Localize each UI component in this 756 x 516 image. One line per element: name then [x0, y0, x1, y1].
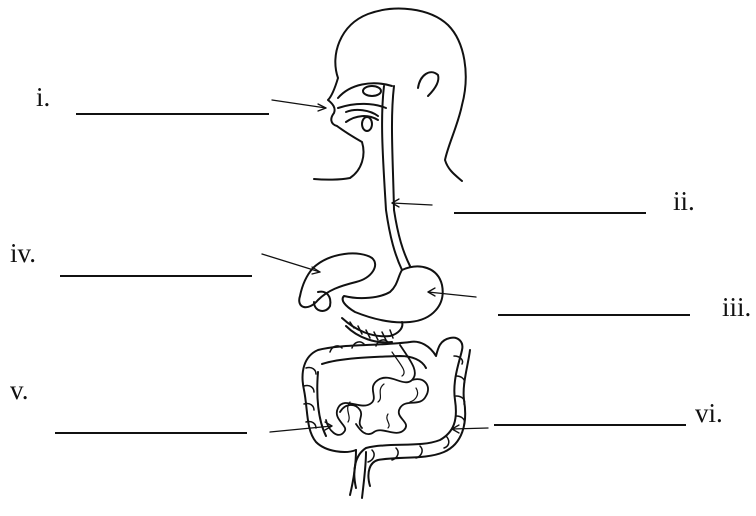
answer-blank-ii[interactable] — [454, 212, 646, 214]
liver — [299, 253, 375, 307]
answer-blank-iii[interactable] — [498, 314, 690, 316]
colon-haustra — [304, 340, 465, 462]
label-v: v. — [10, 377, 29, 404]
arrow-ii — [392, 203, 432, 205]
label-ii: ii. — [673, 188, 695, 215]
tongue — [346, 110, 378, 116]
label-iv: iv. — [10, 240, 36, 267]
stomach — [343, 266, 443, 322]
large-intestine-outer — [303, 338, 463, 488]
answer-blank-iv[interactable] — [60, 275, 252, 277]
teeth-upper — [363, 86, 381, 96]
label-iii: iii. — [722, 294, 751, 321]
ear-outline — [418, 72, 438, 96]
esophagus-right — [392, 86, 410, 266]
small-intestine-inner — [348, 352, 418, 428]
arrow-vi — [452, 428, 488, 429]
label-vi: vi. — [695, 400, 723, 427]
answer-blank-vi[interactable] — [494, 424, 686, 426]
head-outline — [314, 9, 466, 181]
answer-blank-v[interactable] — [55, 432, 247, 434]
label-i: i. — [36, 84, 50, 111]
arrow-iv — [262, 254, 320, 272]
answer-blank-i[interactable] — [76, 113, 269, 115]
pancreas-texture — [350, 322, 393, 340]
teeth-lower — [362, 117, 372, 131]
large-intestine-inner — [317, 350, 470, 486]
